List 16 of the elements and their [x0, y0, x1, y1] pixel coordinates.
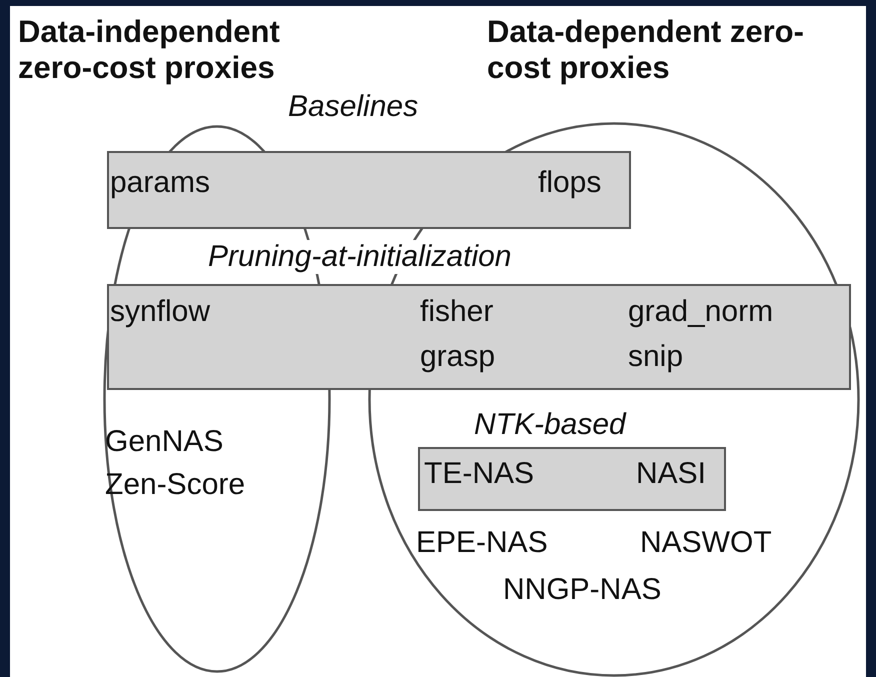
- proxy-name: grad_norm: [628, 295, 774, 329]
- proxy-name: fisher: [420, 295, 494, 329]
- set-heading: Data-independent zero-cost proxies: [18, 14, 281, 86]
- proxy-name: flops: [538, 166, 602, 200]
- set-heading: Data-dependent zero-cost proxies: [487, 14, 805, 86]
- proxy-name: snip: [628, 340, 684, 374]
- proxy-name: EPE-NAS: [416, 526, 548, 560]
- proxy-name: synflow: [110, 295, 210, 329]
- proxy-name: NNGP-NAS: [503, 573, 662, 607]
- proxy-name: grasp: [420, 340, 496, 374]
- proxy-name: TE-NAS: [424, 457, 534, 491]
- proxy-name: GenNAS: [105, 425, 224, 459]
- category-heading: Pruning-at-initialization: [208, 240, 512, 274]
- proxy-name: NASI: [636, 457, 706, 491]
- proxy-name: params: [110, 166, 210, 200]
- proxy-name: NASWOT: [640, 526, 772, 560]
